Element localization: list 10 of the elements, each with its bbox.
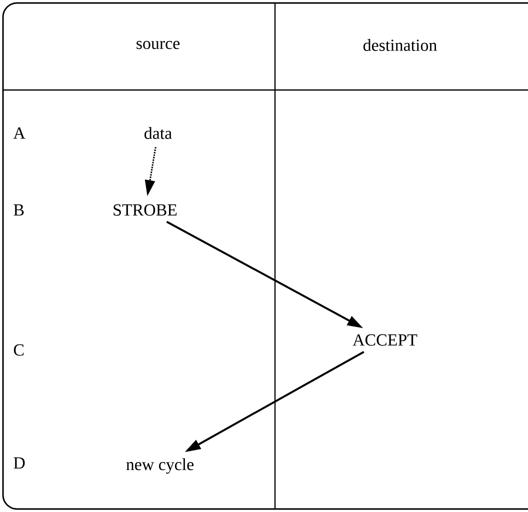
state-label: ACCEPT [352,334,418,346]
column-header: source [136,40,180,50]
row-label: B [14,204,24,216]
state-label: STROBE [114,204,177,216]
state-label: new cycle [126,458,194,474]
row-label: D [14,457,25,469]
row-label: A [13,127,26,139]
state-label: data [144,127,172,139]
column-header: destination [363,39,437,51]
row-label: C [14,344,24,356]
